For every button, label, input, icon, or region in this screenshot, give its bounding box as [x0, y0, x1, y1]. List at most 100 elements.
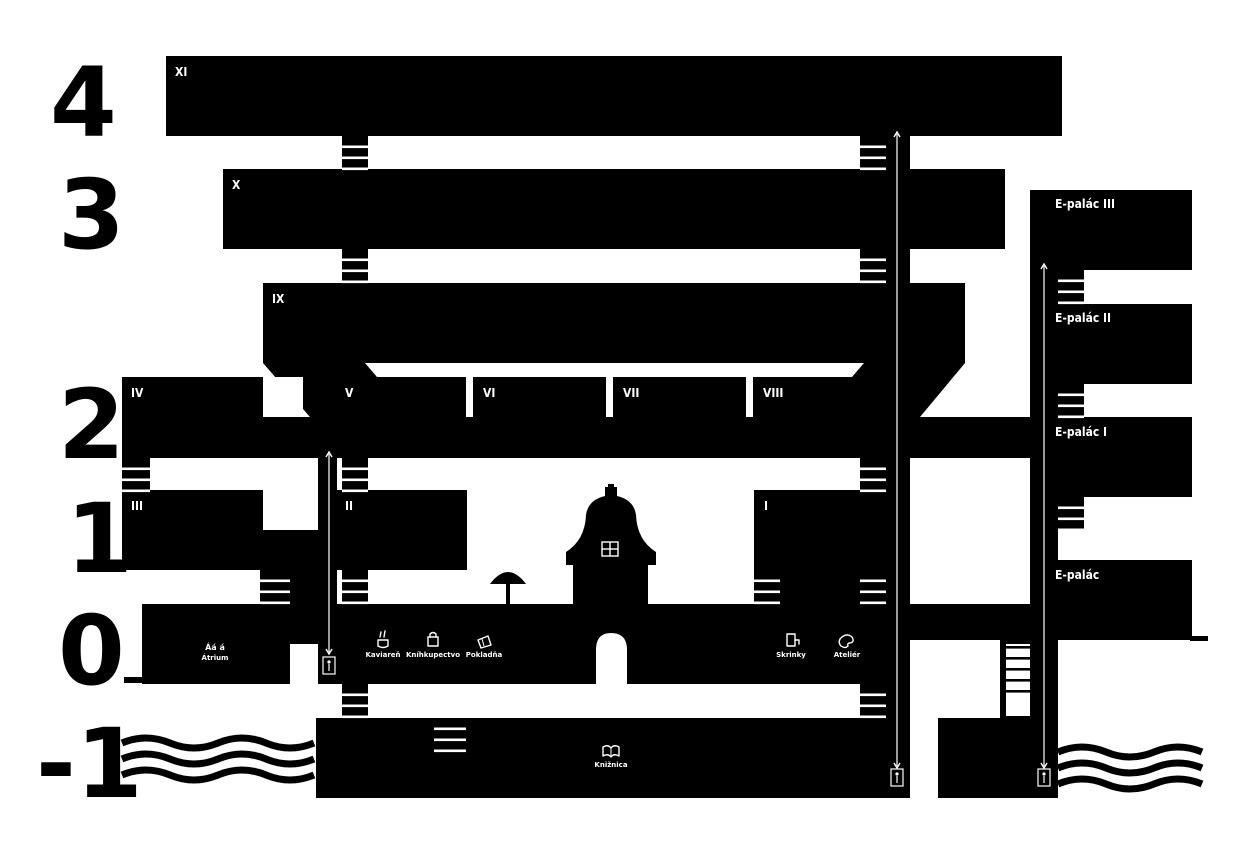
atrium-letters: Áá á: [205, 641, 225, 652]
stair-step: [122, 473, 150, 476]
gallery-x[interactable]: [223, 169, 1005, 249]
label-vii: VII: [623, 386, 639, 400]
stair-step: [1058, 388, 1084, 391]
umbrella-icon: [490, 572, 526, 604]
stair-step: [342, 585, 368, 588]
stair-step: [342, 489, 368, 493]
tickets-label[interactable]: Pokladňa: [466, 651, 503, 659]
shopping-bag-icon: [427, 631, 439, 647]
tower-window: [601, 541, 619, 557]
gallery-ix[interactable]: [263, 283, 965, 417]
stair-step: [1058, 410, 1084, 413]
atrium-label[interactable]: Átrium: [202, 653, 229, 662]
ix-notch: [365, 363, 864, 377]
library-block[interactable]: [316, 718, 910, 798]
gallery-iii[interactable]: [122, 490, 318, 570]
stair-step: [860, 699, 886, 702]
stair-step: [122, 489, 150, 493]
tower-spire: [608, 484, 614, 492]
stair-step: [1058, 415, 1084, 419]
stair-step: [342, 258, 368, 262]
elevator-icon[interactable]: [322, 656, 336, 675]
stair-step: [754, 601, 780, 605]
water-waves-right: [1056, 743, 1204, 793]
open-book-icon: [602, 745, 620, 758]
stair-step: [342, 574, 368, 577]
stair-step: [1058, 517, 1084, 521]
gallery-ii[interactable]: [337, 490, 467, 570]
divider-v-vi: [466, 377, 473, 417]
stair-step: [754, 590, 780, 594]
stair-step: [342, 167, 368, 171]
bridge-to-epalac: [910, 417, 1030, 458]
stair-step: [1006, 679, 1030, 682]
stair-step: [1006, 657, 1030, 660]
label-xi: XI: [175, 65, 187, 79]
stair-step: [1058, 506, 1084, 510]
stair-step: [342, 264, 368, 267]
library-label[interactable]: Knižnica: [594, 761, 627, 769]
stair-step: [860, 590, 886, 594]
stair-step: [342, 280, 368, 284]
stair-step: [860, 140, 886, 143]
stair-step: [860, 579, 886, 583]
stair-step: [754, 585, 780, 588]
stair-step: [434, 749, 466, 753]
stair-step: [1058, 393, 1084, 397]
floor-number-3: 3: [58, 159, 125, 271]
divider-vi-vii: [606, 377, 613, 417]
ground-connector: [318, 644, 337, 684]
label-epalac-ii: E-palác II: [1055, 311, 1111, 325]
stair-step: [754, 574, 780, 577]
stair-step: [342, 693, 368, 697]
stair-step: [434, 733, 466, 736]
stair-step: [260, 579, 290, 583]
water-waves-left: [120, 734, 316, 784]
gallery-xi[interactable]: [166, 56, 1062, 136]
floor-number-4: 4: [50, 47, 117, 159]
bookshop-label[interactable]: Kníhkupectvo: [406, 651, 460, 659]
stair-step: [342, 478, 368, 482]
stair-step: [260, 590, 290, 594]
stair-step: [860, 585, 886, 588]
stair-step: [860, 710, 886, 713]
atrium-block[interactable]: [142, 604, 290, 684]
studio-label[interactable]: Ateliér: [834, 651, 861, 659]
stair-step: [342, 462, 368, 465]
stair-step: [1058, 501, 1084, 504]
stair-step: [1006, 668, 1030, 671]
stair-step: [434, 738, 466, 742]
label-x: X: [232, 178, 241, 192]
stair-step: [1006, 684, 1030, 688]
floor-number-minus-1: -1: [36, 708, 143, 820]
epalac-ledge: [1190, 636, 1208, 641]
coffee-cup-icon: [377, 630, 389, 649]
stair-step: [860, 269, 886, 273]
stair-step: [1058, 528, 1084, 532]
stair-step: [260, 574, 290, 577]
stair-step: [342, 467, 368, 471]
elevator-icon[interactable]: [1037, 768, 1051, 787]
stair-step: [342, 484, 368, 487]
epalac-0[interactable]: [1030, 560, 1192, 640]
elevator-icon[interactable]: [890, 768, 904, 787]
floor-0-underline: [124, 677, 146, 683]
label-v: V: [345, 386, 354, 400]
stair-step: [1058, 404, 1084, 408]
epalac-ii[interactable]: [1030, 304, 1192, 384]
divider-vii-viii: [746, 377, 753, 417]
stair-step: [342, 162, 368, 165]
stair-step: [860, 145, 886, 149]
cafe-label[interactable]: Kaviareň: [365, 651, 400, 659]
lockers-label[interactable]: Skrinky: [776, 651, 806, 659]
epalac-i[interactable]: [1030, 417, 1192, 497]
label-ii: II: [345, 499, 353, 513]
gate-tower: [566, 487, 656, 604]
stair-step: [342, 145, 368, 149]
floor-number-2: 2: [58, 369, 125, 481]
epalac-iii[interactable]: [1030, 190, 1192, 270]
label-i: I: [764, 499, 768, 513]
stair-step: [754, 596, 780, 599]
label-ix: IX: [272, 292, 285, 306]
